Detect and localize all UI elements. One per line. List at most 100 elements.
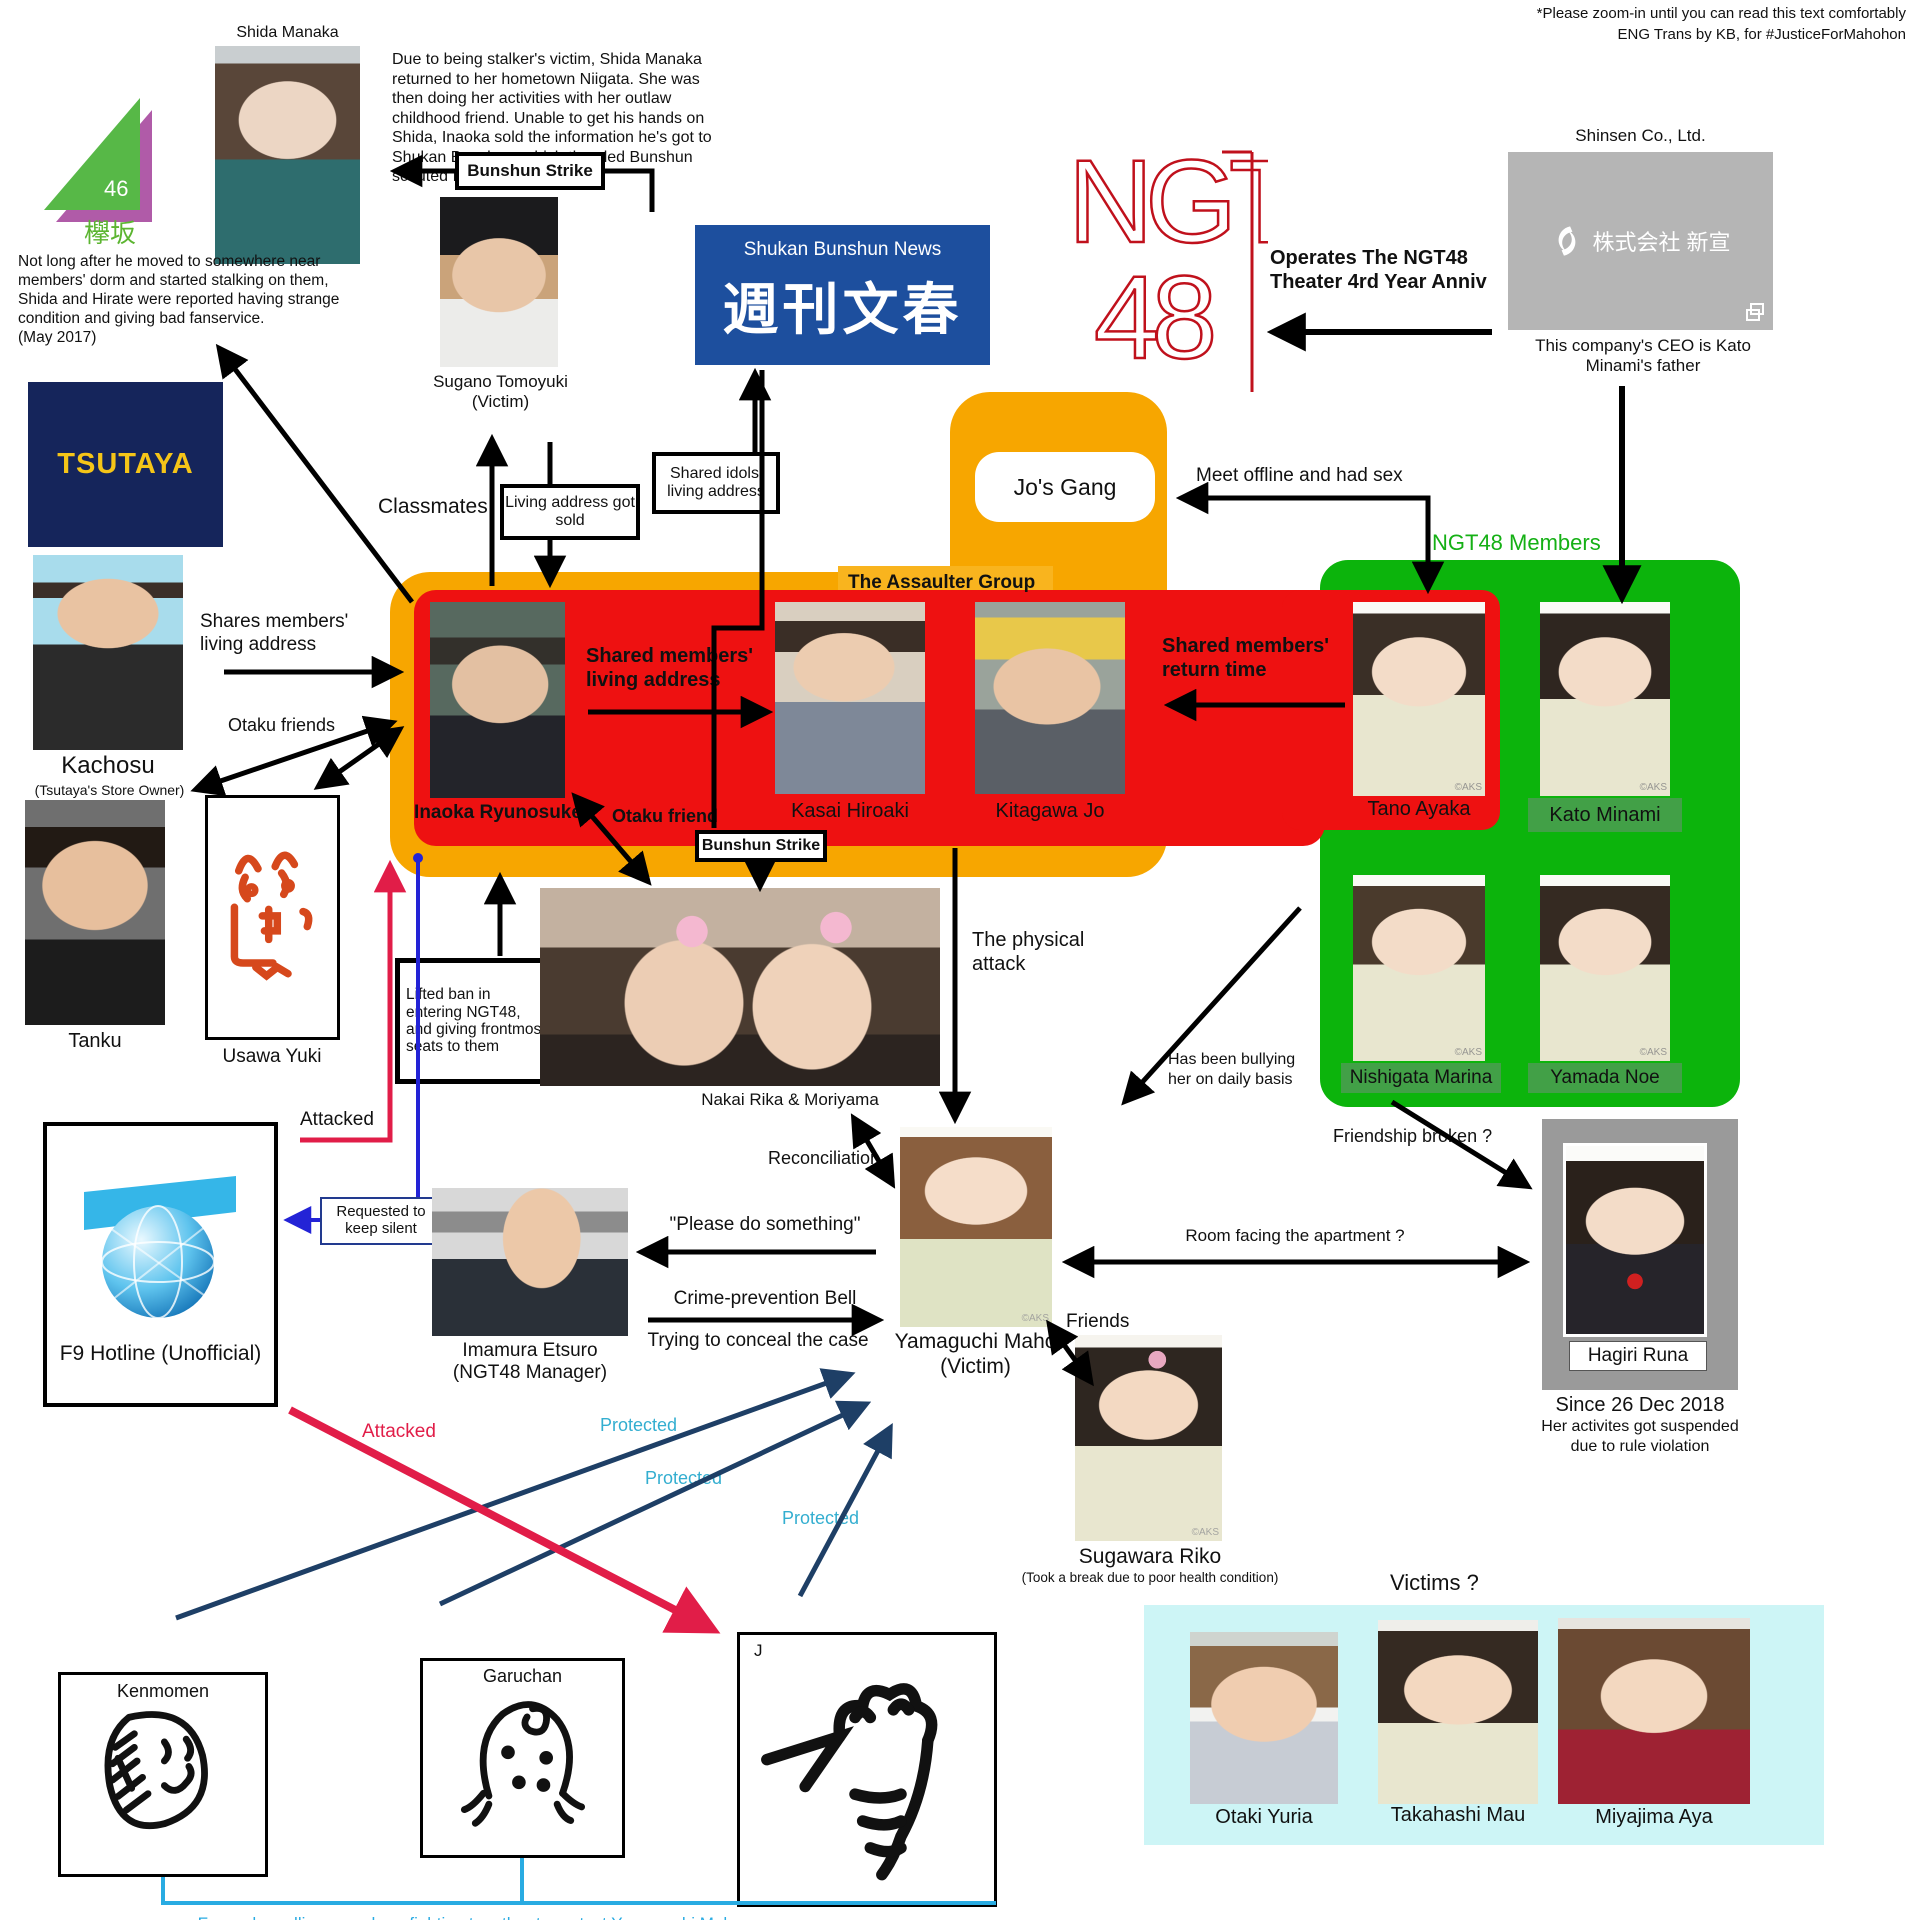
room-facing-label: Room facing the apartment ? [1185, 1226, 1405, 1245]
bunshun-news-box: Shukan Bunshun News 週刊文春 [695, 225, 990, 365]
classmates-label: Classmates [378, 495, 488, 518]
yamada-caption: Yamada Noe [1550, 1067, 1660, 1088]
miyajima-caption: Miyajima Aya [1595, 1806, 1713, 1828]
kenmomen-doodle-icon [104, 1711, 208, 1830]
bullying-label: Has been bullying her on daily basis [1168, 1051, 1296, 1088]
hagiri-caption: Hagiri Runa [1587, 1345, 1689, 1366]
ngt48-logo-ngt: NGT [1068, 140, 1268, 268]
sugano-role: (Victim) [471, 392, 530, 412]
otaku-friends-label: Otaku friends [228, 715, 336, 735]
living-sold-box: Living address got sold [500, 484, 640, 540]
yamaguchi-role: (Victim) [940, 1354, 1011, 1378]
arrow-attacked-to-j [288, 1406, 721, 1634]
requested-silent-label: Requested to keep silent [336, 1203, 426, 1237]
usawa-caption: Usawa Yuki [222, 1046, 322, 1067]
shared-members-return-label: Shared members' return time [1162, 635, 1330, 682]
yamada-photo: ©AKS [1540, 875, 1670, 1061]
assaulter-title: The Assaulter Group [848, 572, 1036, 593]
yamada-watermark: ©AKS [1639, 1047, 1667, 1058]
dorm-paragraph-date: (May 2017) [18, 328, 97, 346]
bunshun-strike-1-box: Bunshun Strike [455, 152, 605, 190]
imamura-name: Imamura Etsuro [462, 1340, 598, 1361]
hagiri-photo [1563, 1143, 1707, 1337]
physical-attack-label: The physical attack [972, 929, 1085, 976]
f9-box: F9 Hotline (Unofficial) [43, 1122, 278, 1407]
shared-members-living-label: Shared members' living address [586, 645, 754, 692]
kitagawa-photo [975, 602, 1125, 794]
lifted-ban-label: Lifted ban in entering NGT48, and giving… [406, 986, 546, 1056]
hagiri-note1: Her activites got suspended [1541, 1418, 1739, 1435]
tsutaya-logo-text: TSUTAYA [57, 448, 194, 480]
sugawara-note: (Took a break due to poor health conditi… [1021, 1570, 1279, 1585]
nishigata-caption: Nishigata Marina [1349, 1067, 1493, 1088]
tano-caption: Tano Ayaka [1367, 798, 1471, 820]
sugawara-watermark: ©AKS [1191, 1527, 1219, 1538]
garuchan-box: Garuchan [420, 1658, 625, 1858]
f9-globe-icon [83, 1175, 236, 1319]
shares-members-label: Shares members' living address [200, 611, 349, 656]
yamaguchi-caption: Yamaguchi Maho (Victim) [868, 1330, 1083, 1380]
nishigata-photo: ©AKS [1353, 875, 1485, 1061]
ngt48-logo: NGT 48 [1068, 140, 1268, 392]
kachosu-photo [33, 555, 183, 750]
shida-caption: Shida Manaka [236, 24, 339, 41]
note-translator: ENG Trans by KB, for #JusticeForMahohon [1617, 26, 1906, 43]
sugano-photo [440, 197, 558, 367]
jos-gang-label-box: Jo's Gang [975, 452, 1155, 522]
note-zoom: *Please zoom-in until you can read this … [1536, 5, 1906, 22]
friends-label: Friends [1066, 1311, 1130, 1332]
victims-title: Victims ? [1390, 1570, 1479, 1595]
tanku-photo [25, 800, 165, 1025]
kato-caption-bar: Kato Minami [1528, 798, 1682, 832]
shared-idols-box: Shared idols' living address [652, 452, 780, 514]
imamura-photo [432, 1188, 628, 1336]
kato-caption: Kato Minami [1549, 803, 1661, 826]
shinsen-ceo-note: This company's CEO is Kato Minami's fath… [1535, 336, 1751, 376]
usawa-cat-doodle-icon [230, 851, 312, 981]
bunshun-news-title: Shukan Bunshun News [743, 239, 942, 260]
requested-silent-box: Requested to keep silent [320, 1197, 442, 1245]
sugawara-caption: Sugawara Riko [1078, 1545, 1222, 1568]
j-box: J [737, 1632, 997, 1907]
arrow-classmates [215, 343, 414, 604]
otaku-friend-label: Otaku friend [612, 806, 719, 826]
lifted-ban-box: Lifted ban in entering NGT48, and giving… [395, 958, 557, 1084]
hagiri-since: Since 26 Dec 2018 [1555, 1394, 1725, 1416]
j-doodle-icon [761, 1683, 938, 1881]
shinsen-logo-box: 株式会社 新宣 [1508, 152, 1773, 330]
friendship-label: Friendship broken ? [1333, 1126, 1493, 1146]
shinsen-expand-icon [1746, 303, 1764, 321]
nakai-photo [540, 888, 940, 1086]
shared-idols-label: Shared idols' living address [667, 465, 765, 500]
living-sold-label: Living address got sold [505, 494, 635, 529]
shinsen-logo-text: 株式会社 新宣 [1592, 230, 1731, 255]
sugano-name: Sugano Tomoyuki [433, 372, 568, 391]
hagiri-note2: due to rule violation [1570, 1438, 1710, 1455]
kachosu-role: (Tsutaya's Store Owner) [34, 782, 185, 798]
please-label: "Please do something" [669, 1214, 861, 1235]
keyakizaka-logo: 46 欅坂 [42, 98, 172, 248]
protected-label-2: Protected [645, 1468, 723, 1488]
ngt48-members-title: NGT48 Members [1432, 530, 1601, 555]
ngt48-logo-48: 48 [1094, 252, 1213, 384]
bunshun-strike-2-label: Bunshun Strike [701, 837, 821, 855]
nakai-caption: Nakai Rika & Moriyama [701, 1090, 879, 1109]
keyaki-46: 46 [104, 176, 129, 201]
tanku-caption: Tanku [68, 1030, 122, 1052]
yamaguchi-name: Yamaguchi Maho [894, 1330, 1057, 1353]
jos-gang-label: Jo's Gang [1013, 473, 1117, 500]
nishigata-caption-bar: Nishigata Marina [1341, 1063, 1501, 1093]
operates-label: Operates The NGT48 Theater 4rd Year Anni… [1270, 247, 1487, 294]
yamada-caption-bar: Yamada Noe [1528, 1063, 1682, 1093]
kitagawa-caption: Kitagawa Jo [995, 800, 1105, 822]
attacked-red-label: Attacked [362, 1421, 436, 1442]
imamura-role: (NGT48 Manager) [452, 1362, 608, 1384]
imamura-caption: Imamura Etsuro (NGT48 Manager) [440, 1340, 620, 1385]
nishigata-watermark: ©AKS [1454, 1047, 1482, 1058]
tano-photo: ©AKS [1353, 602, 1485, 796]
shinsen-caption: Shinsen Co., Ltd. [1575, 126, 1706, 145]
usawa-doodle-box [205, 795, 340, 1040]
shinsen-logo-icon [1559, 226, 1576, 256]
otaki-photo [1190, 1632, 1338, 1804]
